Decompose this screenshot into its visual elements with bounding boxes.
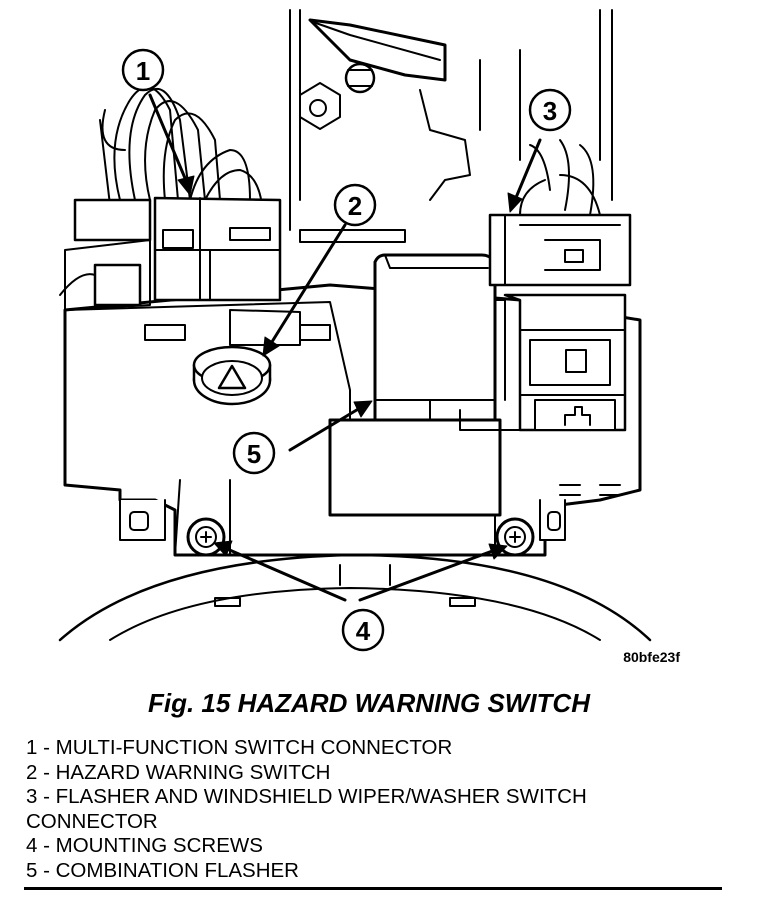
legend-text: - MOUNTING SCREWS	[37, 834, 263, 857]
legend-item: CONNECTOR	[26, 810, 726, 835]
bottom-rule	[24, 887, 722, 890]
legend-text: - COMBINATION FLASHER	[37, 858, 299, 882]
image-code: 80bfe23f	[623, 649, 680, 665]
wiring-harness-left	[99, 86, 263, 206]
legend-text: CONNECTOR	[26, 809, 158, 833]
callout-1: 1	[121, 48, 165, 92]
legend-number: 3	[26, 785, 38, 808]
callout-5: 5	[232, 431, 276, 475]
legend-number: 1	[26, 736, 38, 759]
svg-text:1: 1	[136, 56, 150, 86]
svg-text:5: 5	[247, 439, 261, 469]
leader-arrows	[148, 93, 542, 602]
hazard-button	[192, 309, 301, 406]
legend-number: 5	[26, 858, 38, 882]
figure-caption: Fig. 15 HAZARD WARNING SWITCH	[148, 688, 590, 718]
legend-number: 4	[26, 834, 38, 857]
legend-number: 2	[26, 760, 38, 784]
hazard-switch-illustration: 1 2 3 4 5 80bfe23f	[58, 9, 680, 665]
legend-item: 5 - COMBINATION FLASHER	[26, 859, 726, 884]
callout-3: 3	[528, 88, 572, 132]
legend-text: - MULTI-FUNCTION SWITCH CONNECTOR	[37, 736, 453, 759]
legend-item: 2 - HAZARD WARNING SWITCH	[26, 761, 726, 786]
flasher-wiper-connector	[488, 139, 632, 432]
legend-item: 3 - FLASHER AND WINDSHIELD WIPER/WASHER …	[26, 785, 726, 810]
svg-text:3: 3	[543, 96, 557, 126]
svg-text:2: 2	[348, 191, 362, 221]
legend-list: 1 - MULTI-FUNCTION SWITCH CONNECTOR 2 - …	[26, 736, 726, 883]
callout-2: 2	[333, 183, 377, 227]
combination-flasher	[328, 253, 521, 517]
svg-text:4: 4	[356, 616, 371, 646]
legend-item: 4 - MOUNTING SCREWS	[26, 834, 726, 859]
callout-4: 4	[341, 608, 385, 652]
legend-text: - HAZARD WARNING SWITCH	[37, 760, 331, 784]
column-shaft	[289, 9, 613, 231]
legend-text: - FLASHER AND WINDSHIELD WIPER/WASHER SW…	[37, 785, 587, 808]
multi-function-connector	[59, 196, 406, 311]
mounting-screws	[186, 517, 535, 557]
legend-item: 1 - MULTI-FUNCTION SWITCH CONNECTOR	[26, 736, 726, 761]
